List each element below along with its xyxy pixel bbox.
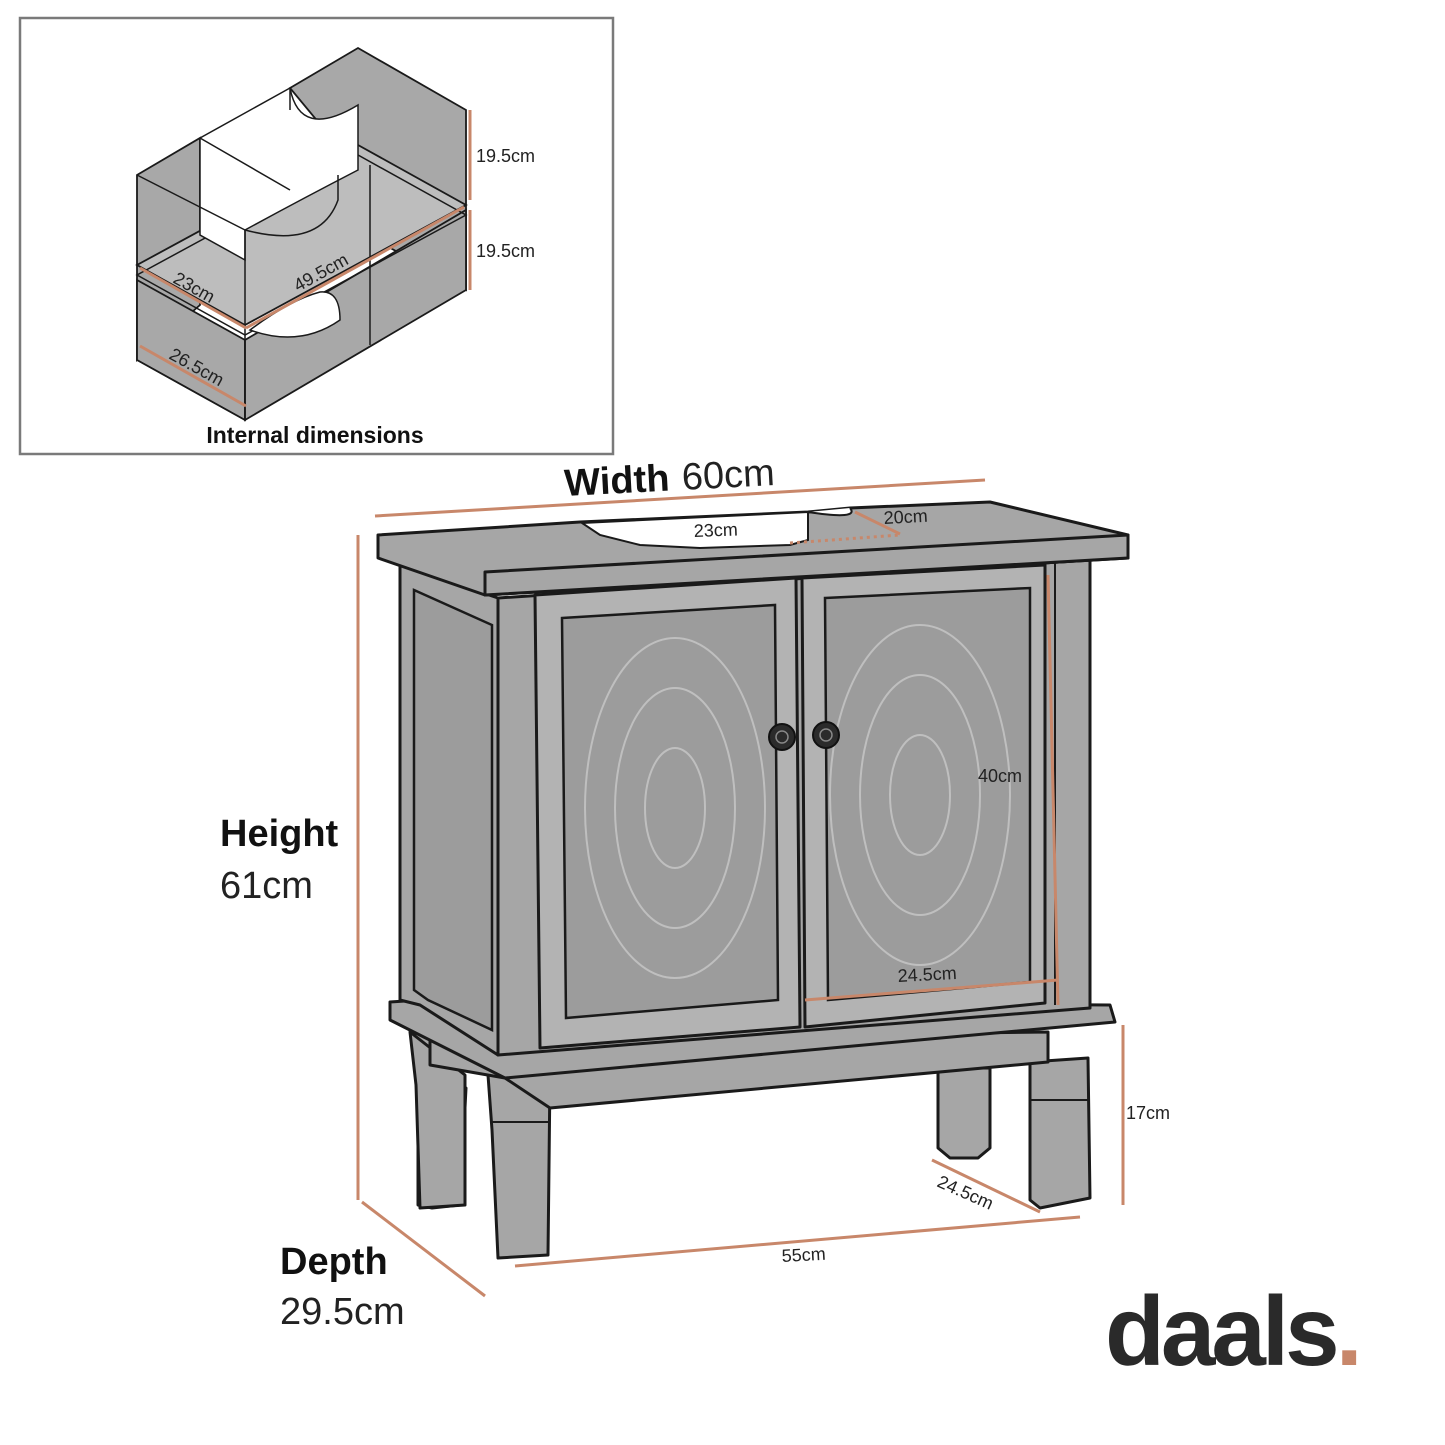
brand-dot: .	[1336, 1276, 1359, 1386]
leg-height-label: 17cm	[1126, 1103, 1170, 1123]
measurement-lines	[356, 478, 1125, 1298]
left-door-knob	[768, 723, 796, 751]
door-height-line	[1046, 574, 1060, 1006]
inset-cabinet-drawing	[135, 46, 472, 422]
cutout-depth-line	[854, 510, 901, 536]
height-title: Height	[220, 813, 339, 855]
inset-caption: Internal dimensions	[206, 422, 423, 448]
leg-depth-line	[931, 1158, 1041, 1214]
brand-name: daals	[1105, 1276, 1336, 1386]
cutout-line	[789, 533, 901, 545]
inset-top-height-label: 19.5cm	[476, 146, 535, 166]
cutout-width-label: 23cm	[693, 519, 738, 541]
depth-value: 29.5cm	[280, 1291, 405, 1333]
height-value: 61cm	[220, 865, 313, 907]
depth-title: Depth	[280, 1241, 388, 1283]
daals-logo: daals.	[1105, 1276, 1363, 1386]
left-side-inset	[412, 588, 494, 1032]
cutout-depth-label: 20cm	[883, 506, 928, 528]
width-line	[374, 478, 986, 518]
cabinet-drawing	[376, 500, 1130, 1260]
back-right-leg	[936, 1066, 992, 1160]
door-height-label: 40cm	[978, 766, 1022, 786]
dimension-labels: Width 60cm 23cm 20cm Height 61cm 40cm 24…	[220, 452, 1170, 1333]
sink-cutout	[578, 510, 809, 550]
left-door-panel	[560, 603, 780, 1020]
door-ornament	[584, 624, 1011, 979]
base-width-line	[514, 1215, 1081, 1268]
right-door-panel	[823, 586, 1032, 1002]
base-width-label: 55cm	[781, 1244, 826, 1266]
right-door-knob	[812, 721, 840, 749]
front-right-leg	[1028, 1056, 1092, 1210]
svg-text:daals.: daals.	[1105, 1276, 1359, 1386]
inset-bottom-height-label: 19.5cm	[476, 241, 535, 261]
door-width-line	[804, 978, 1059, 1002]
depth-line	[361, 1200, 486, 1298]
worktop-edge	[483, 533, 1130, 597]
door-width-label: 24.5cm	[897, 963, 957, 986]
width-caption: Width 60cm	[563, 452, 775, 505]
internal-dimensions-inset: 19.5cm 19.5cm 23cm 49.5cm 26.5cm Interna…	[18, 16, 615, 456]
